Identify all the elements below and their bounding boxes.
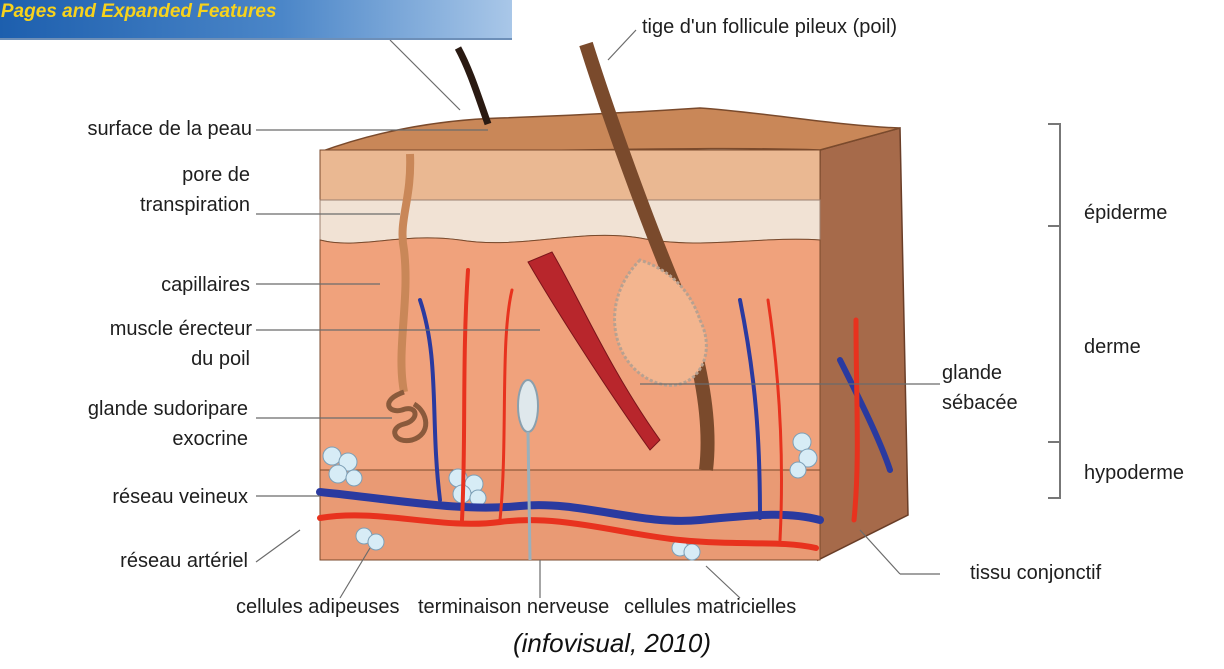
label-sweat-pore-line1: pore de: [182, 162, 250, 188]
label-hair-shaft: tige d'un follicule pileux (poil): [642, 14, 897, 40]
nerve-corpuscle: [518, 380, 538, 432]
label-arrector-muscle-line2: du poil: [191, 346, 250, 372]
nerve-fiber: [528, 432, 530, 560]
banner-text: d Pages and Expanded Features: [0, 1, 276, 23]
label-arrector-muscle-line1: muscle érecteur: [110, 316, 252, 342]
header-banner: d Pages and Expanded Features: [0, 0, 512, 40]
label-dermis: derme: [1084, 334, 1141, 360]
label-epidermis: épiderme: [1084, 200, 1167, 226]
label-sweat-gland-line1: glande sudoripare: [88, 396, 248, 422]
label-sebaceous-line2: sébacée: [942, 390, 1018, 416]
label-skin-surface: surface de la peau: [87, 116, 252, 142]
hair-shaft-left: [458, 48, 488, 124]
label-fat-cells: cellules adipeuses: [236, 594, 399, 620]
label-matrix-cells: cellules matricielles: [624, 594, 796, 620]
label-sebaceous-line1: glande: [942, 360, 1002, 386]
label-arterial-network: réseau artériel: [120, 548, 248, 574]
label-nerve-ending: terminaison nerveuse: [418, 594, 609, 620]
label-venous-network: réseau veineux: [112, 484, 248, 510]
figure-caption: (infovisual, 2010): [0, 628, 1224, 659]
label-capillaries: capillaires: [161, 272, 250, 298]
epidermis-layer: [320, 150, 820, 202]
label-hypodermis: hypoderme: [1084, 460, 1184, 486]
block-side-face: [818, 128, 908, 560]
label-connective-tissue: tissu conjonctif: [970, 560, 1101, 586]
label-sweat-pore-line2: transpiration: [140, 192, 250, 218]
label-sweat-gland-line2: exocrine: [172, 426, 248, 452]
layer-brackets: [1048, 124, 1060, 498]
